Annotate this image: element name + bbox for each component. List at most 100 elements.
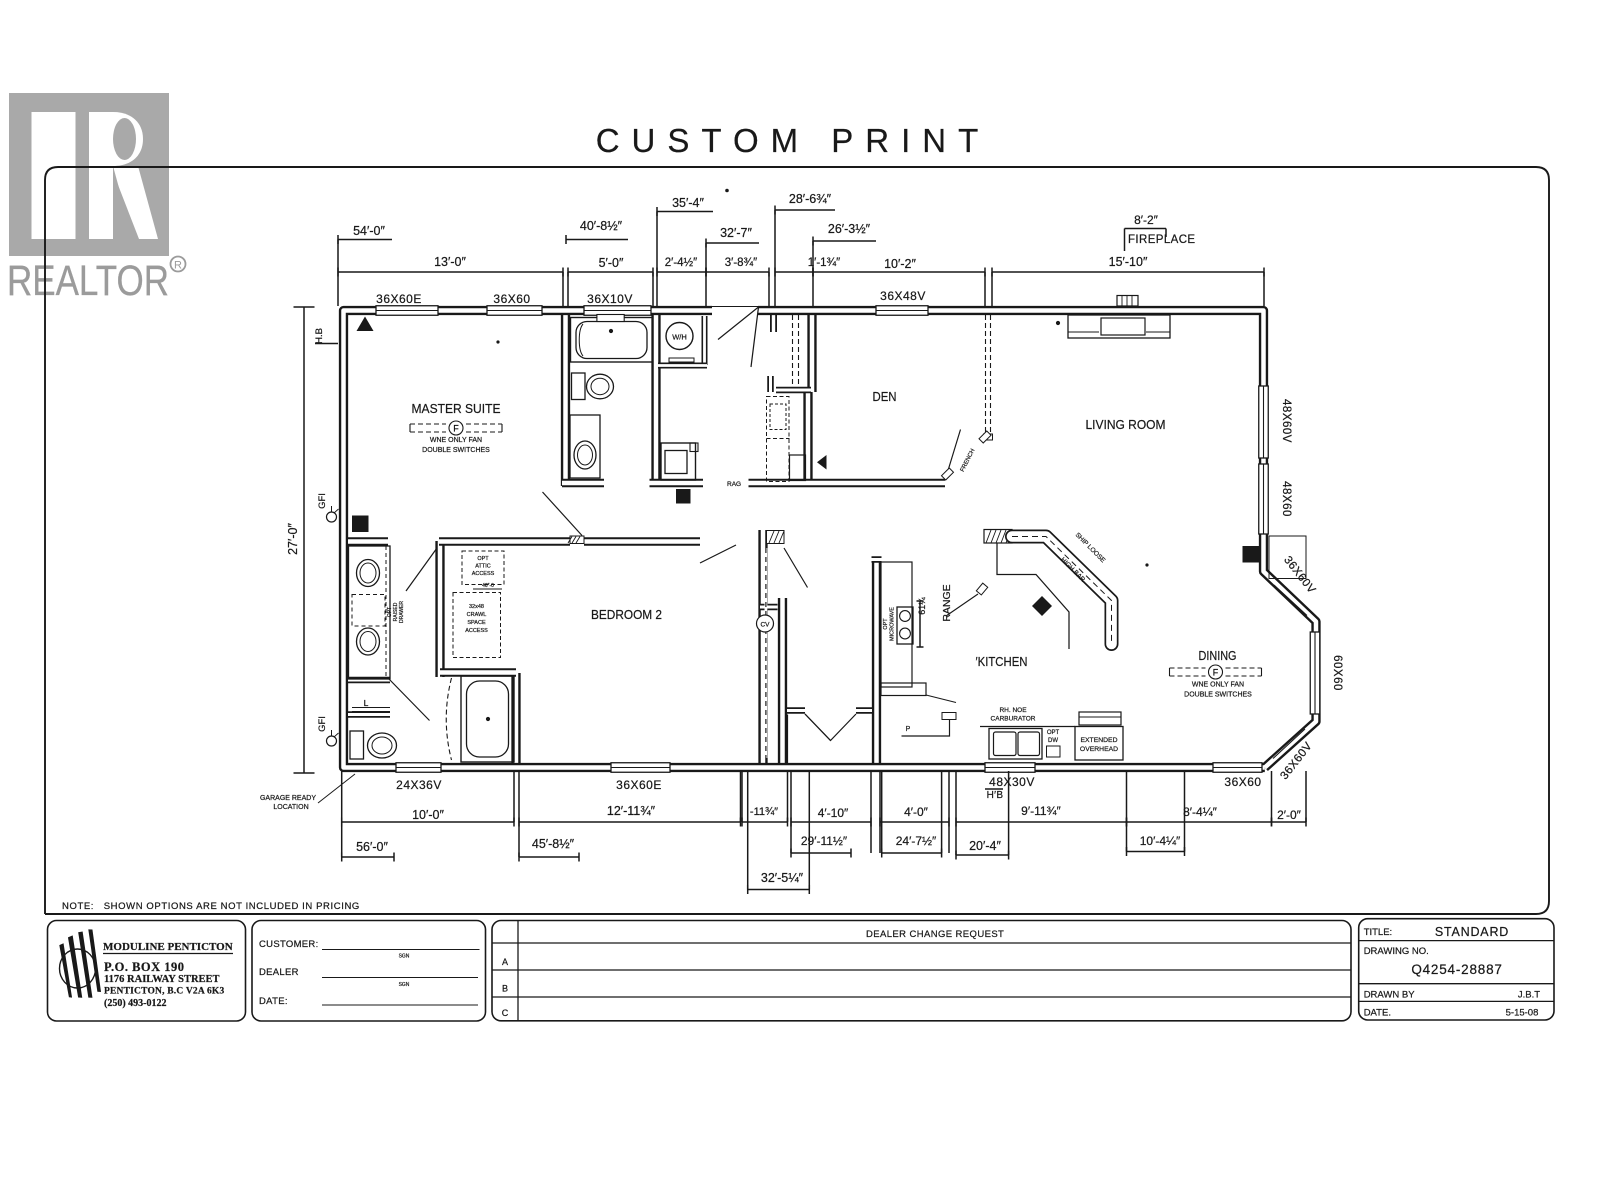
svg-text:DOUBLE SWITCHES: DOUBLE SWITCHES <box>1184 692 1252 699</box>
svg-text:FIREPLACE: FIREPLACE <box>1128 234 1196 246</box>
svg-text:54′-0″: 54′-0″ <box>353 224 385 238</box>
svg-text:36X60: 36X60 <box>493 292 530 306</box>
svg-text:OVERHEAD: OVERHEAD <box>1080 746 1118 753</box>
svg-text:DRAWING NO.: DRAWING NO. <box>1364 946 1429 957</box>
svg-text:CUSTOMER:: CUSTOMER: <box>259 939 319 950</box>
svg-text:DOUBLE SWITCHES: DOUBLE SWITCHES <box>422 447 490 454</box>
svg-text:ACCESS: ACCESS <box>465 628 488 634</box>
svg-text:45′-8½″: 45′-8½″ <box>532 837 575 851</box>
svg-text:36X48V: 36X48V <box>880 289 926 303</box>
svg-text:GFI: GFI <box>317 493 328 509</box>
svg-text:36X10V: 36X10V <box>587 292 633 306</box>
svg-text:WNE ONLY FAN: WNE ONLY FAN <box>1192 682 1244 689</box>
svg-text:P: P <box>906 726 911 733</box>
svg-text:REALTOR: REALTOR <box>7 257 169 305</box>
svg-text:BEDROOM 2: BEDROOM 2 <box>591 607 662 622</box>
svg-text:1′-1¾″: 1′-1¾″ <box>808 257 840 269</box>
svg-text:F: F <box>1213 668 1219 678</box>
svg-text:5-15-08: 5-15-08 <box>1506 1008 1539 1019</box>
svg-text:2′-4½″: 2′-4½″ <box>665 257 697 269</box>
svg-text:48X60: 48X60 <box>1280 481 1292 517</box>
svg-text:DRAWN BY: DRAWN BY <box>1364 990 1416 1001</box>
svg-text:OPT: OPT <box>1047 730 1060 736</box>
svg-text:Q4254-28887: Q4254-28887 <box>1411 962 1502 977</box>
svg-text:WNE ONLY FAN: WNE ONLY FAN <box>430 437 482 444</box>
svg-text:LOCATION: LOCATION <box>273 804 308 811</box>
svg-text:DW: DW <box>1048 738 1058 744</box>
svg-text:P.O. BOX 190: P.O. BOX 190 <box>104 960 185 974</box>
svg-text:-11¾″: -11¾″ <box>750 806 778 818</box>
svg-text:CARBURATOR: CARBURATOR <box>991 716 1036 723</box>
svg-text:9′-11¾″: 9′-11¾″ <box>1021 804 1061 818</box>
svg-text:13′-0″: 13′-0″ <box>434 255 466 269</box>
svg-text:J.B.T: J.B.T <box>1518 990 1540 1001</box>
svg-text:61¼: 61¼ <box>917 597 927 615</box>
svg-text:NOTE: SHOWN OPTIONS ARE NOT: NOTE: SHOWN OPTIONS ARE NOT INCLUDED IN … <box>62 901 360 912</box>
svg-text:DATE.: DATE. <box>1364 1008 1391 1019</box>
svg-text:SGN: SGN <box>399 982 410 988</box>
svg-text:4′-0″: 4′-0″ <box>904 805 929 819</box>
svg-text:27′-0″: 27′-0″ <box>286 523 300 555</box>
svg-text:46″-0: 46″-0 <box>482 583 494 589</box>
svg-text:26′-3½″: 26′-3½″ <box>828 222 871 236</box>
svg-text:48X30V: 48X30V <box>989 775 1035 789</box>
svg-text:RH. NOE: RH. NOE <box>999 707 1027 714</box>
svg-text:3′-8¾″: 3′-8¾″ <box>725 257 757 269</box>
svg-text:(250) 493-0122: (250) 493-0122 <box>104 998 167 1009</box>
svg-text:H.B: H.B <box>314 328 325 344</box>
svg-text:PENTICTON, B.C V2A 6K3: PENTICTON, B.C V2A 6K3 <box>104 987 224 997</box>
svg-text:32′-7″: 32′-7″ <box>720 226 752 240</box>
svg-text:DATE:: DATE: <box>259 996 288 1007</box>
svg-text:SGN: SGN <box>399 954 410 960</box>
svg-text:MASTER SUITE: MASTER SUITE <box>412 401 501 416</box>
svg-text:OPT: OPT <box>883 618 889 630</box>
svg-text:36X60E: 36X60E <box>616 778 662 792</box>
svg-text:DINING: DINING <box>1199 648 1237 663</box>
svg-text:DEN: DEN <box>873 389 897 404</box>
svg-text:5′-0″: 5′-0″ <box>599 256 624 270</box>
svg-text:56′-0″: 56′-0″ <box>356 840 388 854</box>
svg-text:CUSTOM PRINT: CUSTOM PRINT <box>596 122 991 159</box>
svg-text:20′-4″: 20′-4″ <box>969 839 1001 853</box>
svg-text:ACCESS: ACCESS <box>472 571 495 577</box>
svg-text:8′-4¼″: 8′-4¼″ <box>1183 805 1218 819</box>
svg-text:36X60: 36X60 <box>1224 775 1261 789</box>
svg-text:28′-6¾″: 28′-6¾″ <box>789 192 832 206</box>
svg-text:40′-8½″: 40′-8½″ <box>580 219 623 233</box>
svg-text:B: B <box>502 984 508 994</box>
svg-text:10′-0″: 10′-0″ <box>412 808 444 822</box>
svg-text:H′B: H′B <box>987 790 1004 801</box>
svg-text:24X36V: 24X36V <box>396 778 442 792</box>
svg-text:32x48: 32x48 <box>469 604 484 610</box>
svg-text:LIVING ROOM: LIVING ROOM <box>1086 417 1166 432</box>
svg-text:DRAWER: DRAWER <box>399 601 405 623</box>
svg-text:RAISED: RAISED <box>393 602 399 621</box>
svg-text:32′-5¼″: 32′-5¼″ <box>761 871 804 885</box>
svg-text:CRAWL: CRAWL <box>467 612 487 618</box>
svg-text:GARAGE READY: GARAGE READY <box>260 795 316 802</box>
svg-text:L: L <box>364 698 369 708</box>
svg-text:10′-4¼″: 10′-4¼″ <box>1140 834 1181 848</box>
svg-text:W/H: W/H <box>672 333 687 342</box>
svg-text:OPT: OPT <box>477 556 489 562</box>
svg-text:R: R <box>174 260 182 272</box>
svg-text:SPACE: SPACE <box>467 620 486 626</box>
svg-text:1176 RAILWAY STREET: 1176 RAILWAY STREET <box>104 974 220 985</box>
svg-text:DEALER: DEALER <box>259 967 299 978</box>
svg-text:35′-4″: 35′-4″ <box>672 196 704 210</box>
svg-text:′KITCHEN: ′KITCHEN <box>976 654 1028 669</box>
svg-text:EXTENDED: EXTENDED <box>1080 737 1117 744</box>
svg-text:4′-10″: 4′-10″ <box>818 806 849 820</box>
svg-text:36X60E: 36X60E <box>376 292 422 306</box>
svg-text:48X60V: 48X60V <box>1280 399 1292 443</box>
svg-text:F: F <box>453 424 459 434</box>
svg-text:DEALER CHANGE REQUEST: DEALER CHANGE REQUEST <box>866 929 1004 940</box>
svg-text:TITLE:: TITLE: <box>1364 927 1393 938</box>
svg-text:CV: CV <box>760 622 770 629</box>
svg-text:C: C <box>502 1008 509 1018</box>
svg-text:GFI: GFI <box>317 716 328 732</box>
svg-text:12′-11¾″: 12′-11¾″ <box>607 804 656 818</box>
svg-text:RAG: RAG <box>727 481 741 488</box>
svg-text:8′-2″: 8′-2″ <box>1134 213 1159 227</box>
svg-text:60X60: 60X60 <box>1331 655 1343 691</box>
